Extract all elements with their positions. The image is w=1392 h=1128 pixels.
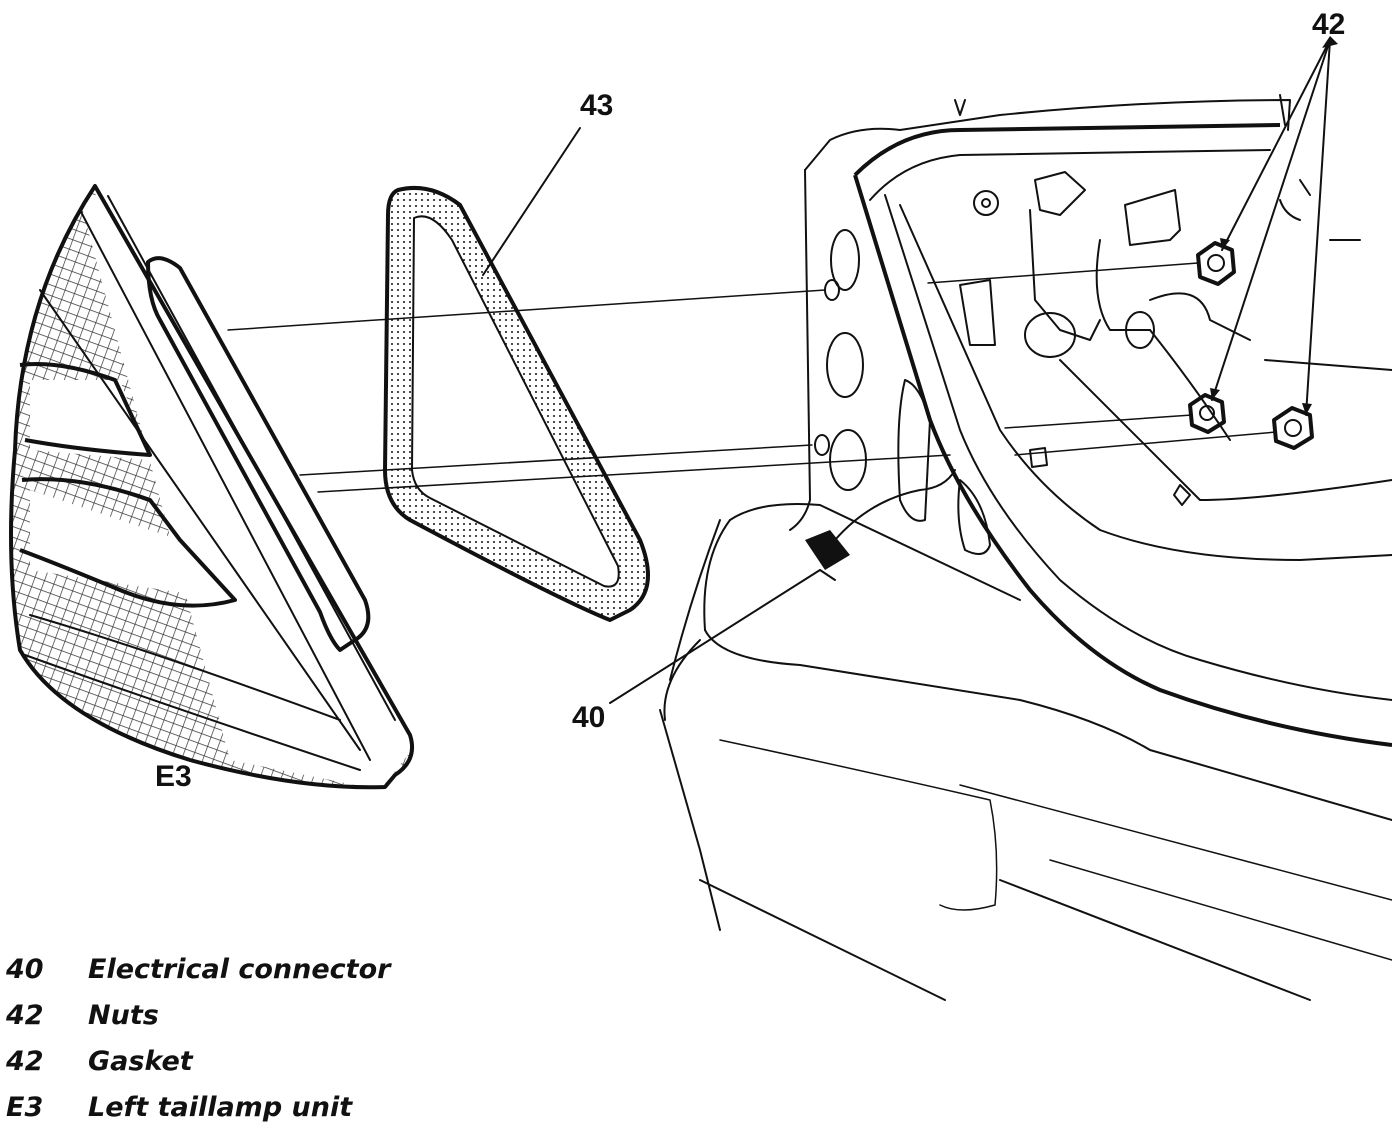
callout-42: 42	[1312, 8, 1345, 41]
legend-text: Left taillamp unit	[88, 1092, 353, 1123]
legend-code: 42	[5, 1046, 44, 1077]
legend-text: Gasket	[88, 1046, 194, 1077]
legend-code: 42	[5, 1000, 44, 1031]
legend-text: Nuts	[88, 1000, 159, 1031]
legend-code: 40	[5, 954, 44, 985]
callout-43: 43	[580, 89, 613, 122]
legend: 40 Electrical connector 42 Nuts 42 Gaske…	[5, 954, 392, 1123]
alignment-lines	[227, 262, 1277, 493]
gasket	[383, 185, 650, 622]
legend-text: Electrical connector	[88, 954, 392, 985]
legend-code: E3	[6, 1092, 43, 1123]
nut-right	[1272, 406, 1314, 450]
nut-middle	[1188, 393, 1226, 434]
callout-40: 40	[572, 701, 605, 734]
callout-e3: E3	[155, 760, 192, 793]
left-taillamp-unit	[9, 184, 415, 790]
vehicle-rear-body	[659, 94, 1392, 1001]
electrical-connector	[805, 530, 850, 581]
leader-lines	[482, 36, 1338, 704]
nut-upper	[1196, 241, 1236, 286]
